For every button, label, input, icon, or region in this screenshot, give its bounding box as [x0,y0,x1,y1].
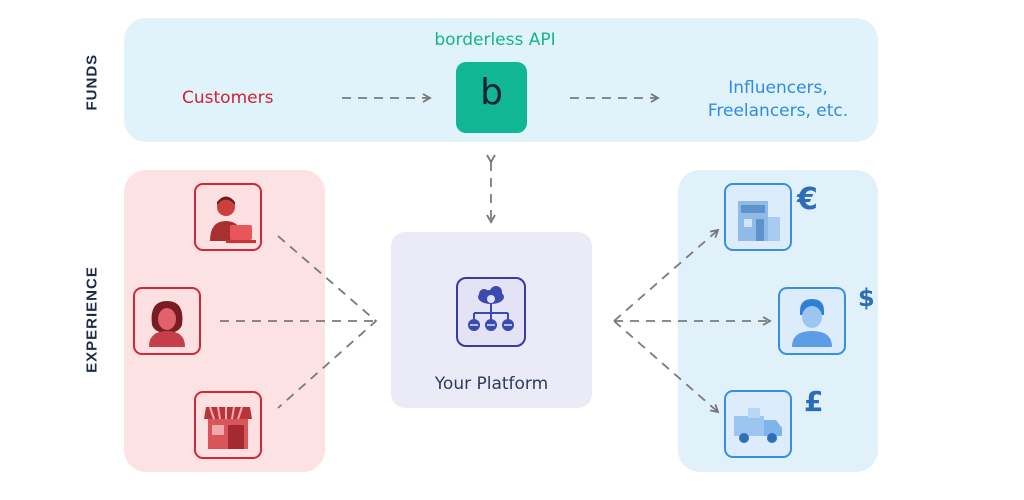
payees-label-line2: Freelancers, etc. [707,101,849,121]
freelancer-icon [194,183,262,251]
experience-side-label: EXPERIENCE [83,266,101,373]
payees-label-line1: Influencers, [728,78,828,98]
borderless-logo-letter: b [480,72,503,113]
shop-storefront-icon [194,391,262,459]
borderless-api-label: borderless API [434,30,556,50]
pound-currency-label: £ [804,385,824,418]
customers-label: Customers [182,88,274,108]
platform-icon [456,277,526,347]
euro-currency-label: € [797,182,818,217]
man-avatar-icon [778,287,846,355]
shop-building-icon [724,183,792,251]
woman-icon [133,287,201,355]
borderless-logo[interactable]: b [456,62,527,133]
funds-side-label: FUNDS [83,53,101,111]
delivery-truck-icon [724,390,792,458]
platform-label: Your Platform [434,374,549,394]
dollar-currency-label: $ [858,284,875,312]
